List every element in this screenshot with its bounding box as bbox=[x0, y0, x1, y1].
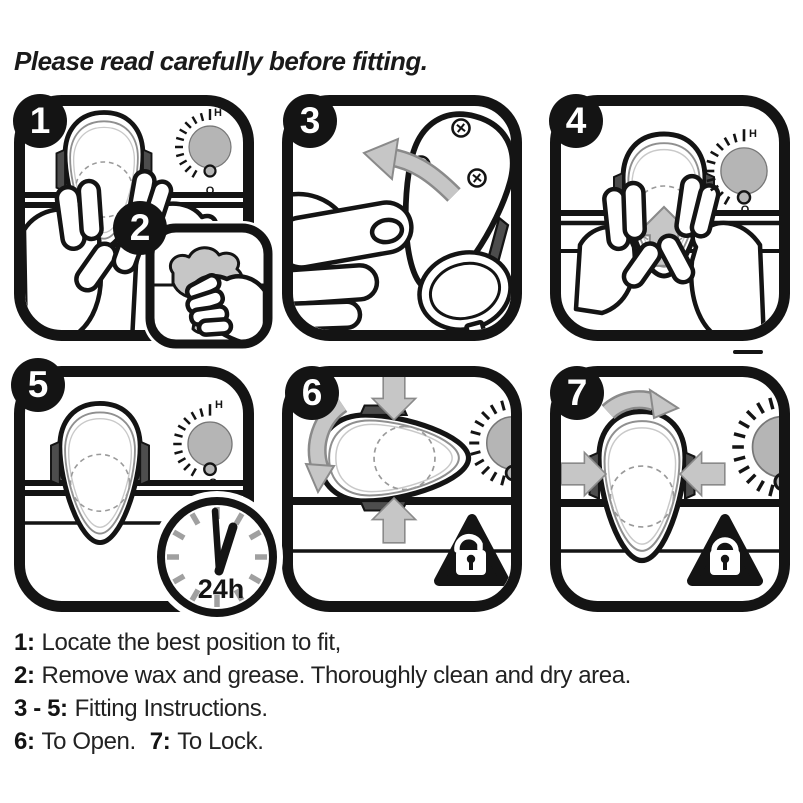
instruction-line-2: 2:Remove wax and grease. Thoroughly clea… bbox=[14, 659, 631, 692]
step-number: 3 - 5: bbox=[14, 695, 68, 722]
step-badge-1: 1 bbox=[13, 94, 67, 148]
print-artifact-dash bbox=[733, 350, 763, 354]
wiping-hand-illustration bbox=[184, 273, 264, 340]
instruction-text: Locate the best position to fit, bbox=[41, 629, 342, 656]
dial-off-label: O bbox=[741, 204, 750, 216]
screw-icon bbox=[451, 118, 471, 138]
right-hand-illustration bbox=[656, 173, 767, 330]
panel-step-4: H O bbox=[550, 95, 790, 341]
clock-duration-label: 24h bbox=[198, 574, 245, 604]
step-badge-2: 2 bbox=[113, 201, 167, 255]
step-number: 6: bbox=[14, 728, 35, 755]
rotate-arrow-icon bbox=[601, 387, 681, 420]
dial-high-label: H bbox=[215, 399, 223, 411]
screw-icon bbox=[467, 168, 487, 188]
rotate-arrow-icon bbox=[304, 396, 348, 495]
step-number: 1: bbox=[14, 629, 35, 656]
dial-off-label: O bbox=[209, 477, 218, 489]
sun-dial-icon bbox=[171, 402, 234, 478]
clock-24h-icon: 24h bbox=[151, 491, 283, 623]
instruction-line-1: 1:Locate the best position to fit, bbox=[14, 626, 631, 659]
dial-high-label: H bbox=[749, 128, 757, 140]
device-illustration bbox=[319, 406, 468, 511]
hand-illustration bbox=[293, 191, 414, 330]
dial-off-label: O bbox=[206, 185, 215, 197]
sun-dial-icon bbox=[173, 107, 233, 179]
device-illustration bbox=[590, 411, 695, 560]
page-title: Please read carefully before fitting. bbox=[14, 46, 428, 76]
panel-step-3 bbox=[282, 95, 522, 341]
peel-rotate-arrow-icon bbox=[362, 137, 461, 202]
step-number: 7: bbox=[149, 728, 171, 755]
minute-hand bbox=[211, 507, 223, 575]
panel-step-7 bbox=[550, 366, 790, 612]
mount-ring-illustration bbox=[417, 250, 511, 330]
step-badge-4: 4 bbox=[549, 94, 603, 148]
clock-ticks bbox=[167, 507, 267, 607]
step-badge-3: 3 bbox=[283, 94, 337, 148]
dial-high-label: H bbox=[214, 107, 222, 119]
instruction-line-4: 6:To Open. 7:To Lock. bbox=[14, 725, 631, 758]
instruction-text: To Lock. bbox=[177, 728, 264, 755]
step-badge-6: 6 bbox=[285, 366, 339, 420]
step-badge-7: 7 bbox=[550, 366, 604, 420]
panel-step-6 bbox=[282, 366, 522, 612]
panel-step-2 bbox=[143, 221, 275, 351]
left-hand-illustration bbox=[573, 180, 663, 316]
instruction-text: To Open. bbox=[41, 728, 137, 755]
instruction-line-3: 3 - 5:Fitting Instructions. bbox=[14, 692, 631, 725]
step-number: 2: bbox=[14, 662, 35, 689]
instruction-text: Remove wax and grease. Thoroughly clean … bbox=[41, 662, 632, 689]
step-badge-5: 5 bbox=[11, 358, 65, 412]
left-hand-illustration bbox=[25, 178, 118, 330]
instruction-text: Fitting Instructions. bbox=[74, 695, 268, 722]
instructions-block: 1:Locate the best position to fit, 2:Rem… bbox=[14, 626, 631, 758]
